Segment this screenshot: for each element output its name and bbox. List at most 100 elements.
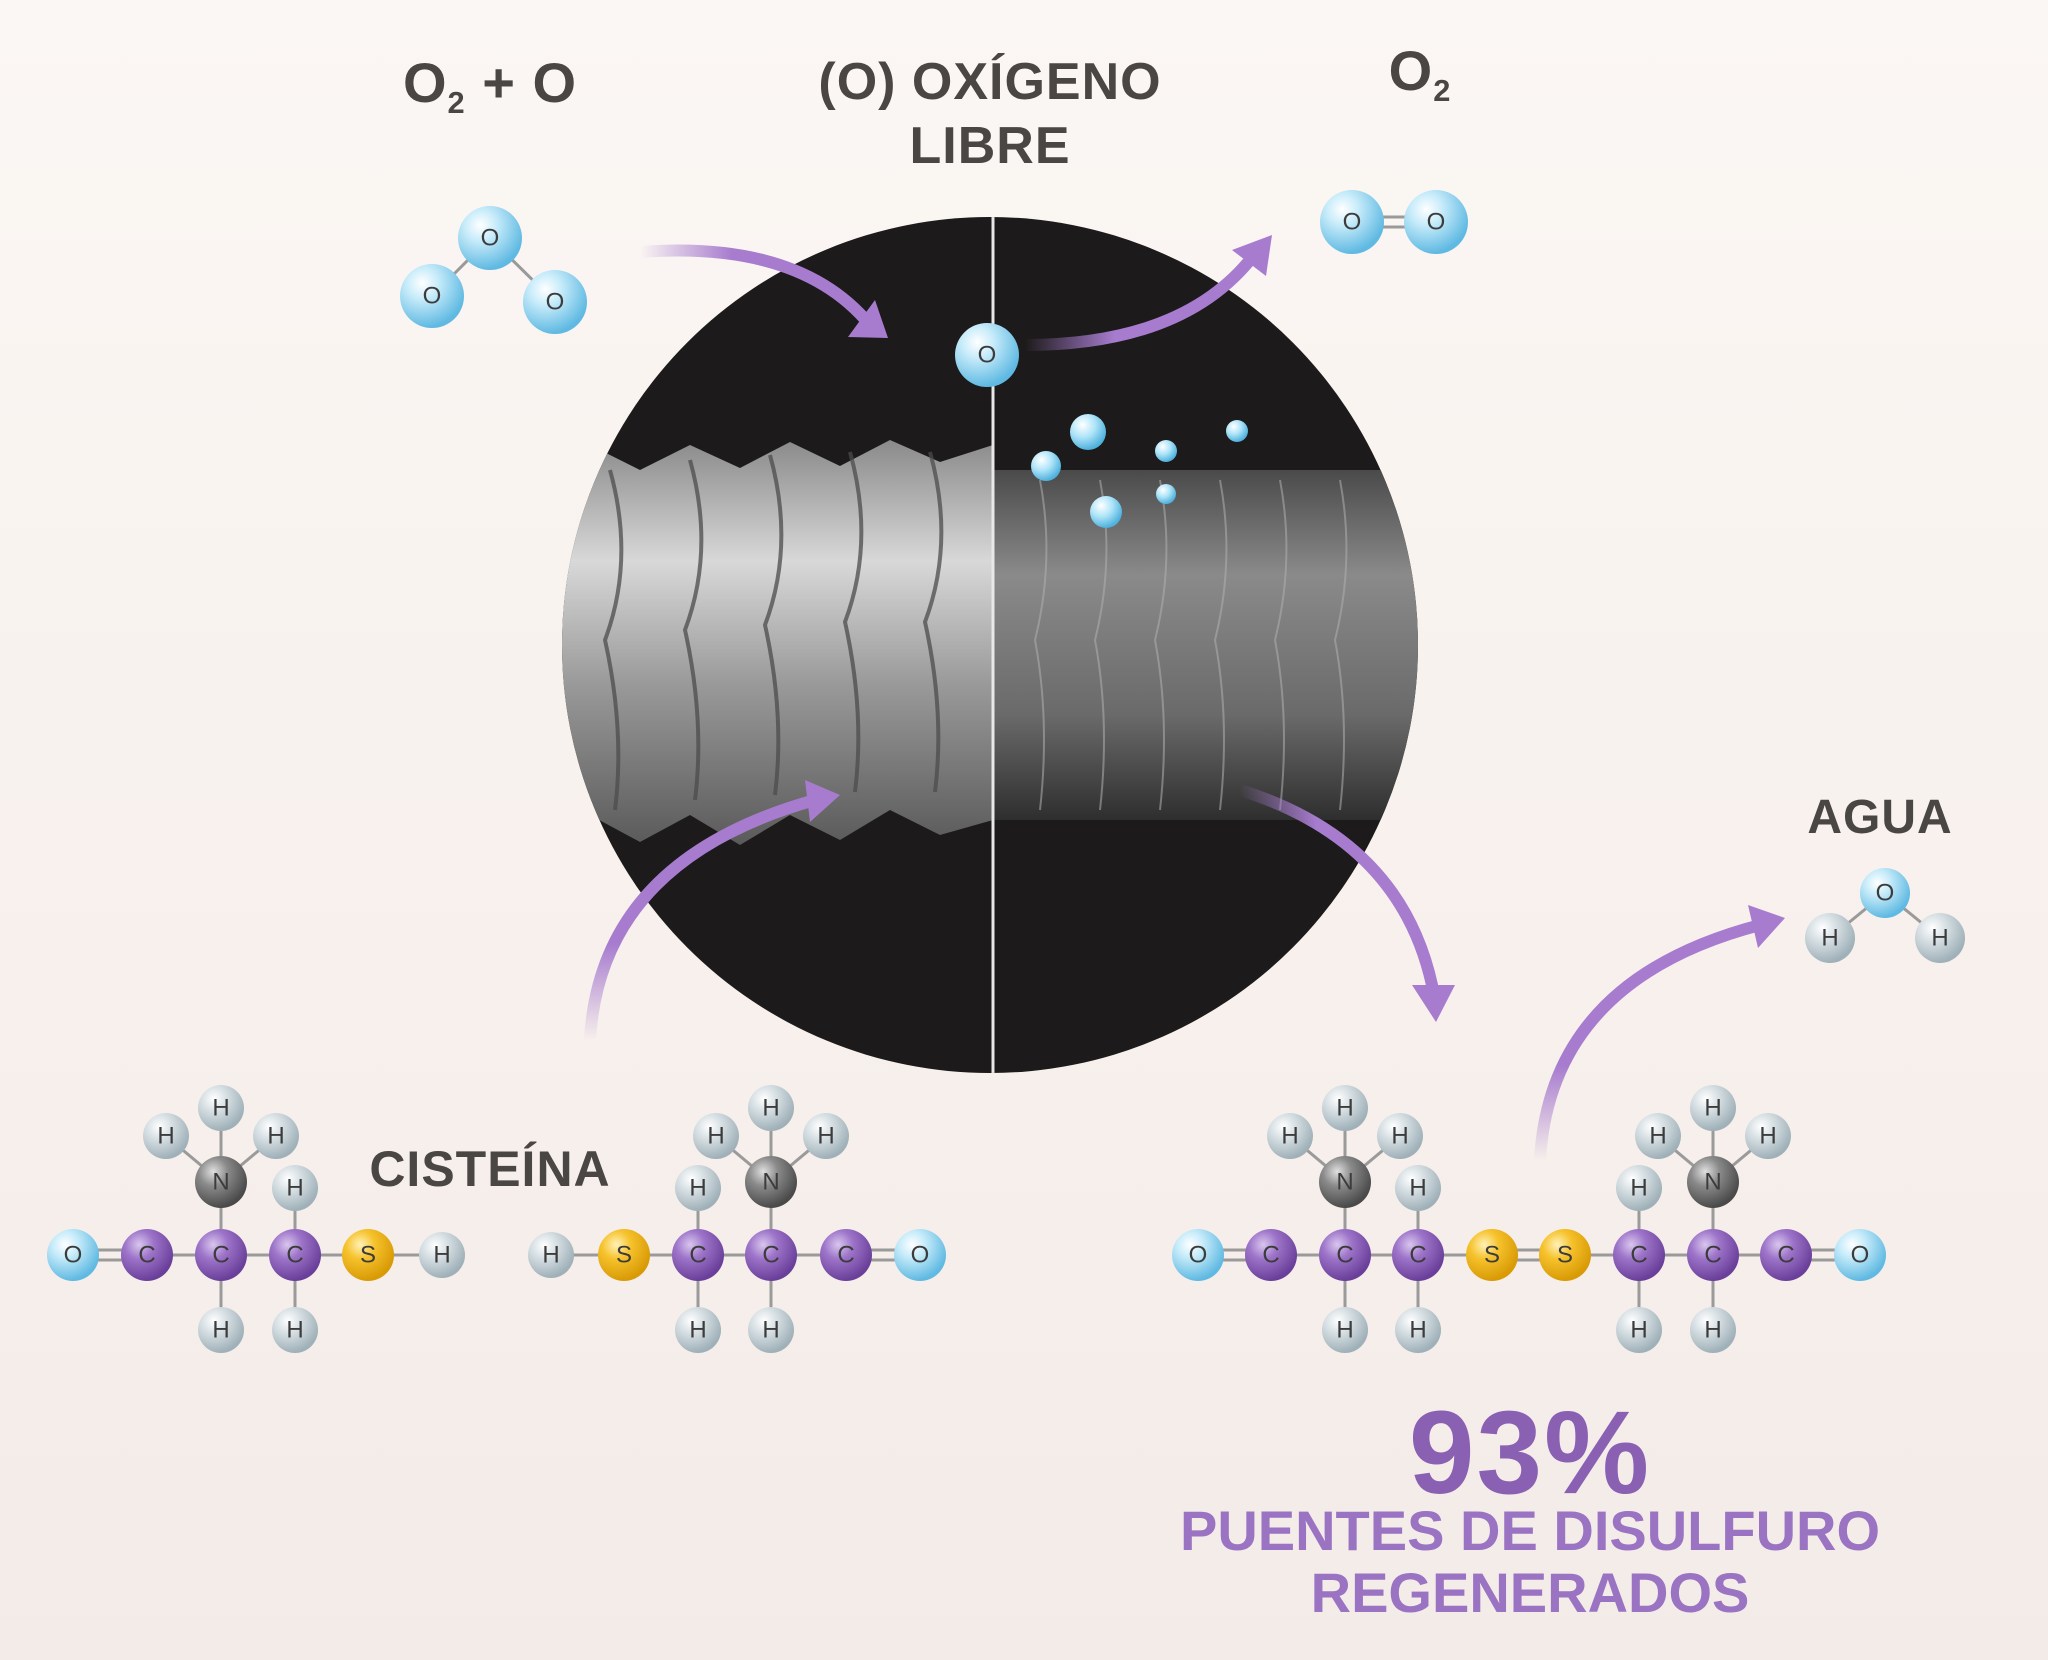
- atom-h: [803, 1113, 849, 1159]
- atom-s: [1539, 1229, 1591, 1281]
- atom-symbol: C: [1777, 1242, 1794, 1269]
- atom-symbol: H: [817, 1123, 834, 1150]
- atom-symbol: O: [1343, 209, 1362, 236]
- o2-formula-label: O2: [1388, 39, 1452, 108]
- atom-c: [1319, 1229, 1371, 1281]
- arrow-release-water: [1534, 919, 1766, 1166]
- atom-h: [143, 1113, 189, 1159]
- arrow-release-o2: [1019, 254, 1256, 351]
- atom-h: [1690, 1085, 1736, 1131]
- atom-symbol: H: [1409, 1317, 1426, 1344]
- atom-symbol: C: [1704, 1242, 1721, 1269]
- atom-symbol: H: [689, 1317, 706, 1344]
- atom-symbol: O: [64, 1242, 83, 1269]
- atom-symbol: S: [616, 1242, 632, 1269]
- atom-o: [1860, 868, 1910, 918]
- atom-o: [1320, 190, 1384, 254]
- atom-c: [1760, 1229, 1812, 1281]
- atom-h: [1395, 1307, 1441, 1353]
- atom-h: [419, 1232, 465, 1278]
- atom-h: [253, 1113, 299, 1159]
- atom-symbol: N: [762, 1169, 779, 1196]
- atom-symbol: H: [1649, 1123, 1666, 1150]
- atom-symbol: H: [157, 1123, 174, 1150]
- atom-o: [458, 206, 522, 270]
- atom-h: [1616, 1165, 1662, 1211]
- atom-symbol: C: [689, 1242, 706, 1269]
- atom-symbol: H: [1704, 1317, 1721, 1344]
- atom-c: [1687, 1229, 1739, 1281]
- atom-o: [1834, 1229, 1886, 1281]
- atom-h: [1690, 1307, 1736, 1353]
- atom-symbol: H: [286, 1175, 303, 1202]
- atom-h: [198, 1085, 244, 1131]
- atom-h: [1745, 1113, 1791, 1159]
- atom-symbol: S: [360, 1242, 376, 1269]
- atom-c: [121, 1229, 173, 1281]
- atom-c: [672, 1229, 724, 1281]
- atom-h: [748, 1307, 794, 1353]
- atom-o: [1172, 1229, 1224, 1281]
- atom-symbol: C: [212, 1242, 229, 1269]
- atom-s: [598, 1229, 650, 1281]
- atom-c: [745, 1229, 797, 1281]
- atom-symbol: O: [911, 1242, 930, 1269]
- atom-h: [1395, 1165, 1441, 1211]
- atom-symbol: H: [1409, 1175, 1426, 1202]
- arrow-cysteine-to-hair: [584, 794, 821, 1046]
- atom-h: [693, 1113, 739, 1159]
- atom-h: [1322, 1307, 1368, 1353]
- atom-o: [47, 1229, 99, 1281]
- atom-h: [1267, 1113, 1313, 1159]
- atom-o: [955, 323, 1019, 387]
- atom-h: [1635, 1113, 1681, 1159]
- atom-symbol: H: [1336, 1095, 1353, 1122]
- atom-symbol: H: [689, 1175, 706, 1202]
- free-oxygen-label: (O) OXÍGENO LIBRE: [818, 53, 1162, 175]
- atom-symbol: H: [1821, 925, 1838, 952]
- atom-symbol: O: [546, 289, 565, 316]
- atom-n: [195, 1156, 247, 1208]
- atom-h: [528, 1232, 574, 1278]
- atom-symbol: O: [1876, 880, 1895, 907]
- atom-symbol: C: [138, 1242, 155, 1269]
- atom-symbol: N: [1704, 1169, 1721, 1196]
- atom-symbol: H: [1630, 1175, 1647, 1202]
- reaction-arrows: [584, 235, 1785, 1166]
- atom-s: [342, 1229, 394, 1281]
- oxygen-bubbles: [1031, 414, 1248, 528]
- atom-h: [675, 1307, 721, 1353]
- atom-symbol: H: [433, 1242, 450, 1269]
- damaged-hair-strand: [562, 440, 993, 845]
- atom-o: [400, 264, 464, 328]
- atom-symbol: H: [286, 1317, 303, 1344]
- atom-symbol: H: [762, 1095, 779, 1122]
- atom-symbol: H: [542, 1242, 559, 1269]
- atom-h: [1915, 913, 1965, 963]
- atom-symbol: O: [1189, 1242, 1208, 1269]
- atom-c: [195, 1229, 247, 1281]
- cysteine-label: CISTEÍNA: [369, 1141, 611, 1197]
- atom-h: [272, 1307, 318, 1353]
- atom-o: [523, 270, 587, 334]
- atom-symbol: H: [1759, 1123, 1776, 1150]
- regeneration-caption: PUENTES DE DISULFURO REGENERADOS: [1179, 1499, 1881, 1624]
- atom-symbol: N: [212, 1169, 229, 1196]
- atom-n: [1319, 1156, 1371, 1208]
- atom-symbol: H: [1391, 1123, 1408, 1150]
- atom-symbol: O: [1851, 1242, 1870, 1269]
- atom-o: [894, 1229, 946, 1281]
- atom-symbol: O: [1427, 209, 1446, 236]
- atom-symbol: S: [1484, 1242, 1500, 1269]
- atom-h: [748, 1085, 794, 1131]
- atom-symbol: C: [1262, 1242, 1279, 1269]
- atom-symbol: C: [286, 1242, 303, 1269]
- atom-symbol: S: [1557, 1242, 1573, 1269]
- atom-symbol: H: [1704, 1095, 1721, 1122]
- hair-microscope-view: [562, 217, 1418, 1073]
